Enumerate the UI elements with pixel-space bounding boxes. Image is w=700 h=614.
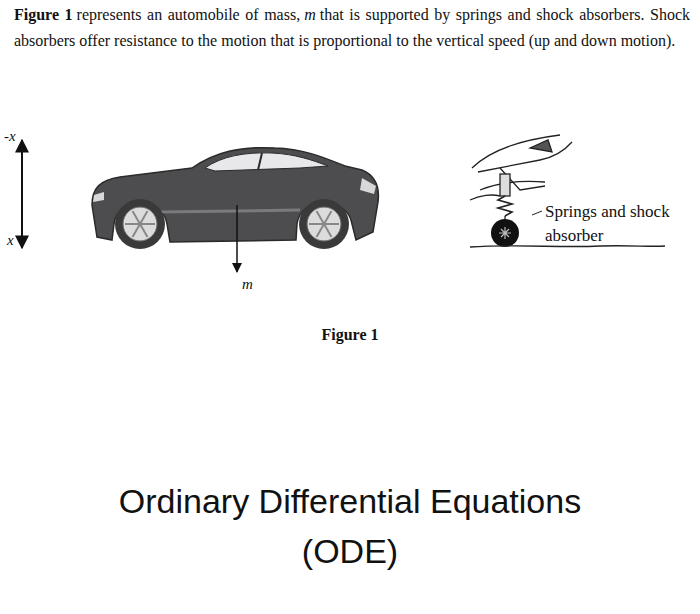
axis-label: x bbox=[7, 232, 14, 249]
figure-reference: Figure 1 bbox=[14, 6, 73, 23]
road-line bbox=[470, 246, 665, 247]
displacement-arrow bbox=[21, 140, 23, 248]
leader-line bbox=[532, 211, 542, 215]
problem-statement: Figure 1represents an automobile of mass… bbox=[14, 2, 690, 54]
wheel-spokes bbox=[125, 211, 339, 237]
car-wheel bbox=[115, 199, 349, 249]
inset-wheel bbox=[491, 219, 519, 247]
mass-symbol: m bbox=[304, 6, 316, 23]
figure-caption: Figure 1 bbox=[250, 326, 450, 344]
axis-label: -x bbox=[4, 128, 16, 145]
mass-label: m bbox=[242, 276, 253, 293]
page-heading: Ordinary Differential Equations (ODE) bbox=[70, 476, 630, 576]
statement-text: represents an automobile of mass, bbox=[77, 6, 301, 23]
weight-arrow bbox=[236, 205, 238, 272]
car-body bbox=[92, 148, 378, 242]
inset-label: Springs and shock absorber bbox=[545, 200, 695, 248]
